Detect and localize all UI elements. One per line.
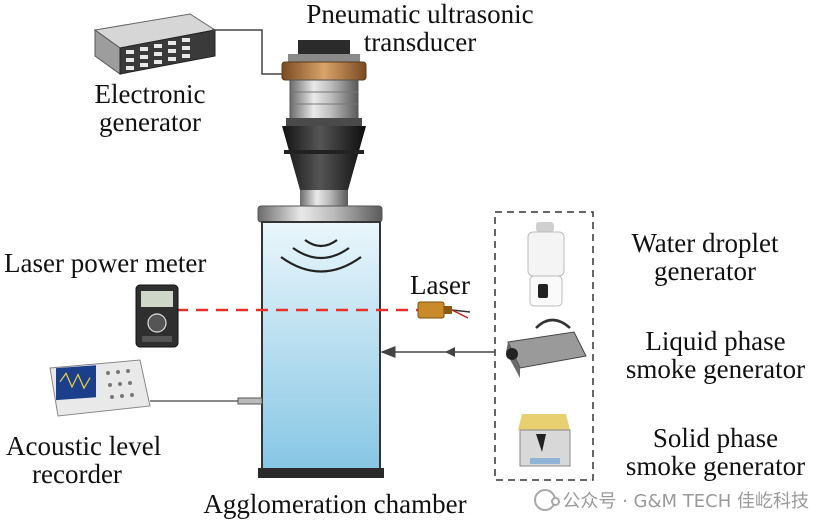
- water-generator-label-line2: generator: [654, 256, 756, 286]
- laser-label: Laser: [410, 270, 470, 300]
- liquid-smoke-generator-device: [506, 318, 587, 378]
- wechat-icon: [534, 489, 561, 511]
- laser-power-meter-device: [135, 284, 179, 348]
- chamber-base: [258, 468, 384, 478]
- liquid-generator-label: Liquid phase smoke generator: [600, 327, 831, 383]
- liquid-generator-label-line1: Liquid phase: [645, 326, 786, 356]
- liquid-generator-label-line2: smoke generator: [625, 354, 806, 384]
- transducer-device: [257, 40, 383, 223]
- aerosol-feed-arrow-mid: [445, 347, 455, 357]
- chamber-label: Agglomeration chamber: [203, 489, 467, 519]
- power-meter-label: Laser power meter: [4, 248, 207, 278]
- water-generator-label: Water droplet generator: [600, 229, 810, 285]
- recorder-label-line1: Acoustic level: [6, 431, 162, 461]
- acoustic-level-recorder-device: [49, 359, 151, 417]
- laser-emitter: [417, 301, 471, 319]
- solid-generator-label: Solid phase smoke generator: [600, 424, 831, 480]
- generators-dashed-box: [494, 211, 594, 481]
- water-generator-label-line1: Water droplet: [631, 228, 779, 258]
- transducer-label-line2: transducer: [363, 27, 477, 57]
- solid-generator-label-line2: smoke generator: [625, 451, 806, 481]
- generator-label-line1: Electronic: [94, 79, 206, 109]
- generator-label: Electronic generator: [70, 80, 230, 136]
- acoustic-waves: [280, 239, 362, 273]
- electronic-generator-device: [93, 13, 217, 75]
- recorder-label: Acoustic level recorder: [6, 432, 161, 488]
- recorder-label-line2: recorder: [32, 459, 122, 489]
- solid-smoke-generator-device: [518, 414, 571, 467]
- solid-generator-label-line1: Solid phase: [652, 423, 779, 453]
- transducer-label-line1: Pneumatic ultrasonic: [306, 0, 534, 29]
- watermark: 公众号 · G&M TECH 佳屹科技: [534, 487, 809, 513]
- microphone-probe: [237, 397, 263, 405]
- water-droplet-generator-device: [527, 222, 565, 307]
- generator-cable: [212, 29, 296, 75]
- generator-label-line2: generator: [99, 107, 201, 137]
- transducer-label: Pneumatic ultrasonic transducer: [270, 0, 570, 56]
- chamber-body: [261, 221, 381, 471]
- watermark-text: 公众号 · G&M TECH 佳屹科技: [562, 491, 809, 512]
